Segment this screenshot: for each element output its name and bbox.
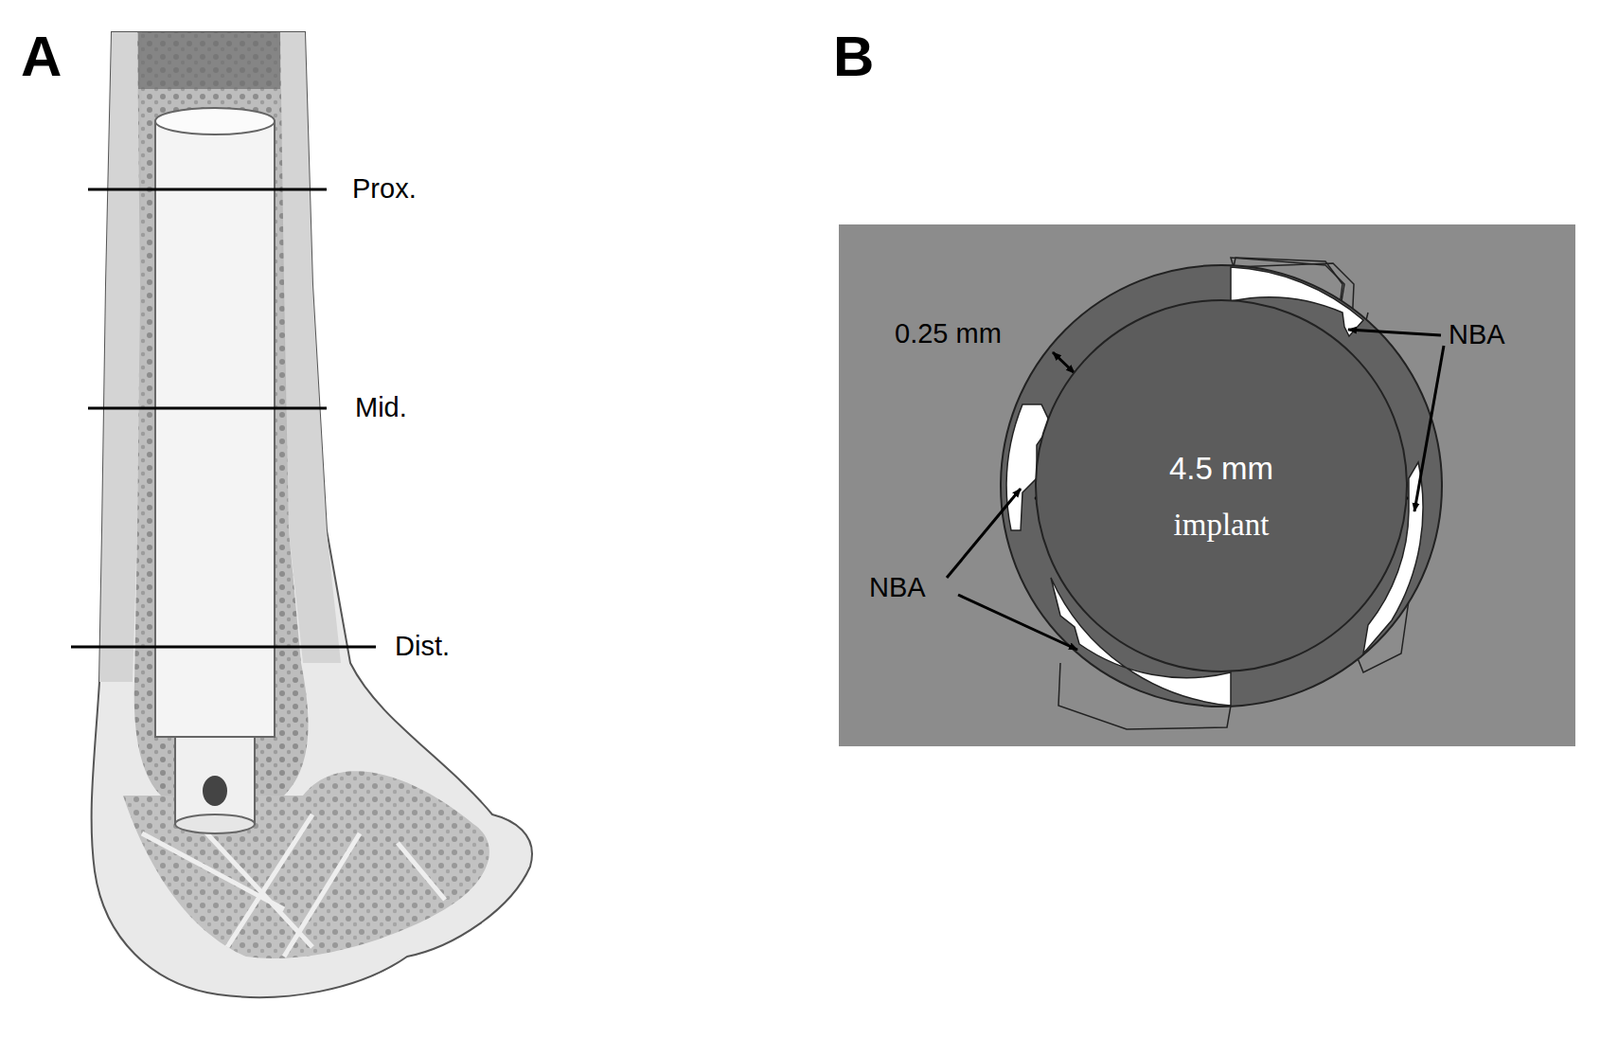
part-label: NBA <box>1448 320 1506 349</box>
implant-circle: 4.5 mm implant <box>1034 299 1408 673</box>
implant-outline <box>1034 299 1408 673</box>
part-label: Prox. <box>352 175 417 203</box>
part-label: NBA <box>869 573 926 602</box>
part-label: Mid. <box>355 393 408 422</box>
part-label: Dist. <box>394 632 450 660</box>
part-label: 0.25 mm <box>894 320 1002 348</box>
panel-letter: B <box>833 28 874 86</box>
panel-letter: A <box>20 28 62 86</box>
implant-label: implant <box>1173 509 1270 541</box>
dimension-label: 4.5 mm <box>1169 452 1274 484</box>
